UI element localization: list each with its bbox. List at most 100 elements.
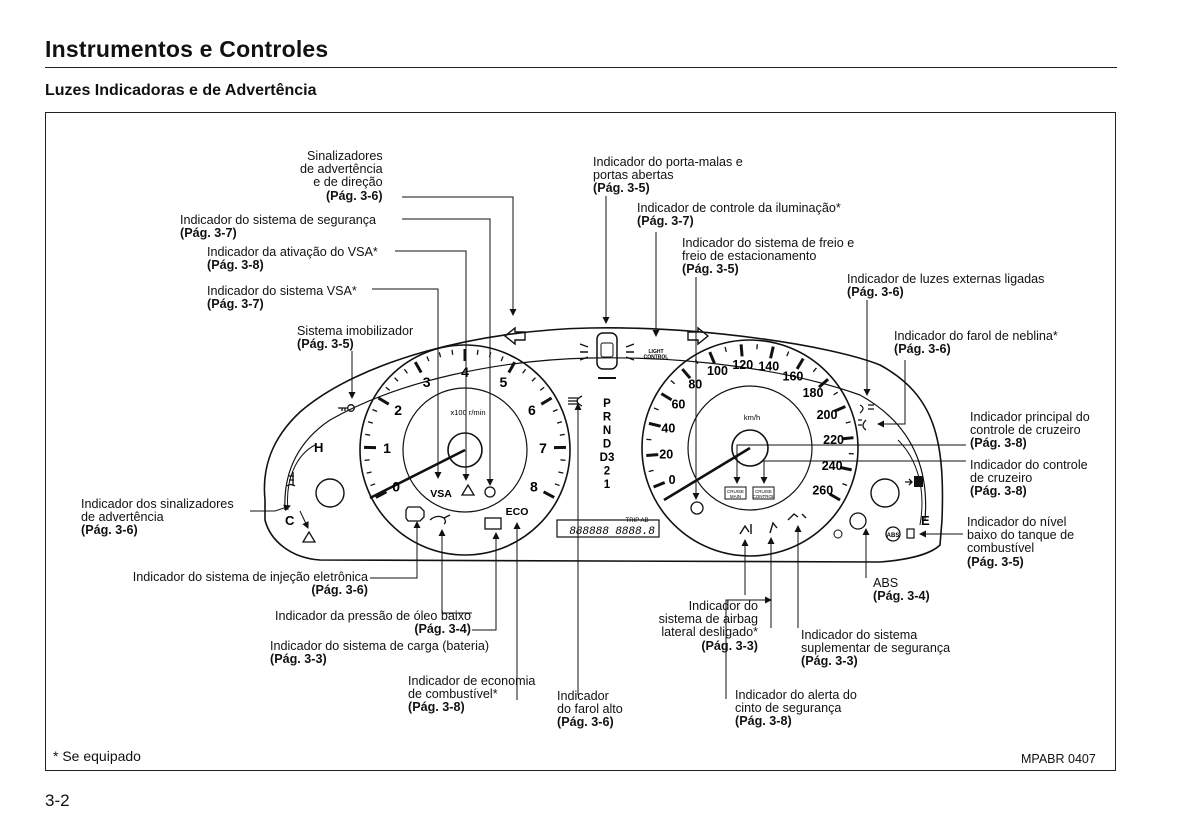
tach-number: 8 <box>530 479 538 495</box>
speedo-number: 40 <box>661 422 675 436</box>
label-fuel-injection: Indicador do sistema de injeção eletrôni… <box>132 570 368 598</box>
gear-n: N <box>603 425 611 437</box>
tach-needle <box>369 448 466 500</box>
speedo-ticks <box>646 344 854 502</box>
temp-hot-mark: H <box>314 440 323 455</box>
tach-tick <box>370 483 376 487</box>
tach-tick <box>367 421 374 424</box>
tach-tick <box>542 490 555 499</box>
tpms-icon <box>833 529 843 539</box>
cluster-inner-outline <box>284 357 927 521</box>
immobilizer-key-icon <box>338 404 355 412</box>
label-side-airbag: Indicador do sistema de airbag lateral d… <box>658 599 758 653</box>
odometer-trip-label: TRIP AB <box>626 518 649 524</box>
tach-tick <box>413 361 423 374</box>
speedo-number: 180 <box>803 386 824 400</box>
label-immobilizer: Sistema imobilizador(Pág. 3-5) <box>297 324 414 352</box>
side-airbag-off-icon <box>739 524 752 535</box>
tach-ticks <box>363 349 567 499</box>
label-vsa-activation: Indicador da ativação do VSA*(Pág. 3-8) <box>207 245 378 273</box>
vsa-activation-icon <box>460 483 476 496</box>
title-divider <box>45 67 1117 68</box>
srs-airbag-icon <box>787 513 807 521</box>
speedo-tick <box>812 367 817 373</box>
gear-1: 1 <box>604 479 611 491</box>
speedo-number: 80 <box>688 378 702 392</box>
speedo-tick <box>670 380 676 385</box>
eco-icon: ECO <box>506 506 529 518</box>
tach-tick <box>507 361 517 374</box>
speedo-number: 120 <box>732 358 753 372</box>
left-turn-arrow-icon <box>503 326 526 346</box>
speedo-bezel <box>641 339 859 557</box>
label-cruise-main: Indicador principal do controle de cruze… <box>970 410 1090 451</box>
figure-code: MPABR 0407 <box>1021 752 1096 766</box>
low-fuel-icon <box>906 528 915 539</box>
fuel-pump-icon <box>914 476 923 487</box>
speedo-tick <box>660 392 673 402</box>
speedo-tick <box>739 344 744 357</box>
gear-d3: D3 <box>600 452 615 464</box>
figure-frame <box>45 112 1116 771</box>
label-high-beam: Indicador do farol alto(Pág. 3-6) <box>557 689 623 730</box>
tach-tick <box>560 459 566 461</box>
speedo-tick <box>842 482 848 487</box>
speedo-tick <box>841 436 854 441</box>
temp-cold-mark: C <box>285 513 295 528</box>
coolant-icon <box>286 472 296 487</box>
door-open-icon <box>579 332 635 379</box>
speedo-number: 140 <box>758 360 779 374</box>
page-title: Instrumentos e Controles <box>45 36 329 62</box>
tach-tick <box>531 377 536 382</box>
cruise-control-icon <box>752 486 775 500</box>
tach-tick <box>540 396 553 406</box>
tach-tick <box>372 408 378 413</box>
tach-tick <box>394 377 399 382</box>
fuel-empty-mark: E <box>921 513 930 528</box>
tach-tick <box>476 349 479 355</box>
cluster-outline <box>263 327 944 563</box>
label-fog-light: Indicador do farol de neblina*(Pág. 3-6) <box>894 329 1058 357</box>
speedo-tick <box>648 469 654 473</box>
tach-number: 5 <box>500 374 508 390</box>
tach-number: 1 <box>383 440 391 456</box>
brake-indicator-icon <box>690 501 704 515</box>
speedo-inner-ring <box>687 385 813 511</box>
cruise-main-icon <box>724 486 747 500</box>
tach-tick <box>365 433 371 436</box>
speedo-number: 200 <box>817 408 838 422</box>
seatbelt-icon <box>769 521 778 534</box>
label-turn-signals: Sinalizadores de advertência e de direçã… <box>300 149 383 203</box>
vsa-icon: VSA <box>430 488 452 500</box>
label-exterior-lights: Indicador de luzes externas ligadas(Pág.… <box>847 272 1045 300</box>
tach-tick <box>522 368 527 374</box>
speedo-tick <box>769 346 775 359</box>
gear-r: R <box>603 412 612 424</box>
speedo-tick <box>839 465 852 472</box>
tach-number: 6 <box>528 402 536 418</box>
label-security-system: Indicador do sistema de segurança(Pág. 3… <box>180 213 377 241</box>
tach-tick <box>539 386 545 391</box>
exterior-lights-icon <box>859 404 874 414</box>
label-hazard: Indicador dos sinalizadores de advertênc… <box>81 497 234 538</box>
speedo-tick <box>828 492 841 502</box>
gear-d: D <box>603 439 611 451</box>
speedo-tick <box>818 378 830 389</box>
fog-light-icon <box>858 419 867 431</box>
speedo-tick <box>833 405 846 413</box>
check-engine-icon <box>405 506 425 522</box>
speedo-tick <box>646 453 659 458</box>
label-brake-system: Indicador do sistema de freio e freio de… <box>682 236 855 277</box>
tach-tick <box>451 349 454 355</box>
tach-number: 3 <box>423 374 431 390</box>
tach-tick <box>366 471 372 474</box>
label-seatbelt: Indicador do alerta do cinto de seguranç… <box>735 688 857 729</box>
speedo-tick <box>786 351 790 357</box>
security-indicator-icon <box>484 486 496 498</box>
tach-tick <box>375 490 388 499</box>
